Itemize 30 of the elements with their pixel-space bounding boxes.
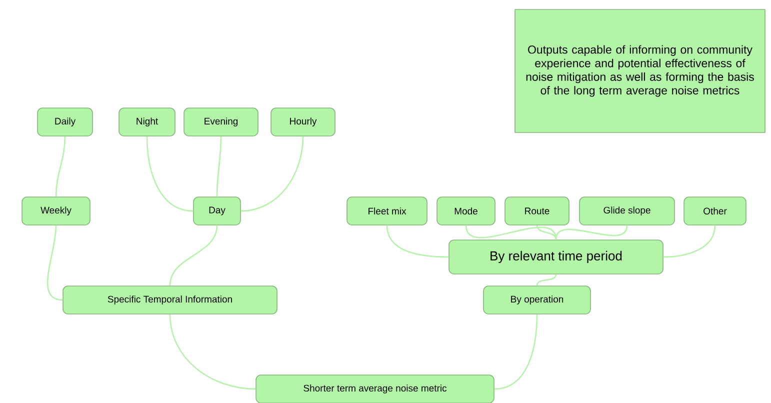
- connector-line: [46, 225, 63, 301]
- connector-line: [465, 225, 557, 240]
- category-box: Fleet mix: [346, 196, 428, 226]
- category-box: Specific Temporal Information: [62, 286, 278, 314]
- connector-line: [536, 225, 557, 240]
- category-box: Night: [118, 108, 176, 136]
- category-box: Glide slope: [579, 196, 675, 226]
- category-box: Evening: [184, 108, 258, 136]
- connector-line: [386, 225, 449, 258]
- category-box: Mode: [436, 196, 496, 226]
- category-box: Daily: [37, 108, 93, 136]
- category-box: Other: [684, 196, 746, 226]
- connector-line: [169, 314, 256, 390]
- connector-line: [494, 314, 538, 390]
- category-box: Shorter term average noise metric: [256, 374, 494, 403]
- connector-line: [555, 225, 628, 240]
- connector-line: [146, 136, 194, 212]
- category-box: Route: [504, 196, 570, 226]
- category-box: By relevant time period: [448, 240, 664, 274]
- connector-line: [55, 136, 66, 197]
- connector-line: [536, 274, 557, 286]
- connector-line: [240, 136, 304, 212]
- category-box: Hourly: [270, 108, 336, 136]
- category-box: Weekly: [22, 196, 90, 226]
- category-box: By operation: [483, 286, 591, 314]
- connector-line: [663, 225, 716, 258]
- note-box: Outputs capable of informing on community experience and potential effectiveness of noise mitigation as well as forming the basis of the long term average noise metrics: [514, 9, 766, 133]
- connector-line: [169, 225, 218, 286]
- category-box: Day: [193, 196, 241, 226]
- connector-line: [216, 136, 222, 197]
